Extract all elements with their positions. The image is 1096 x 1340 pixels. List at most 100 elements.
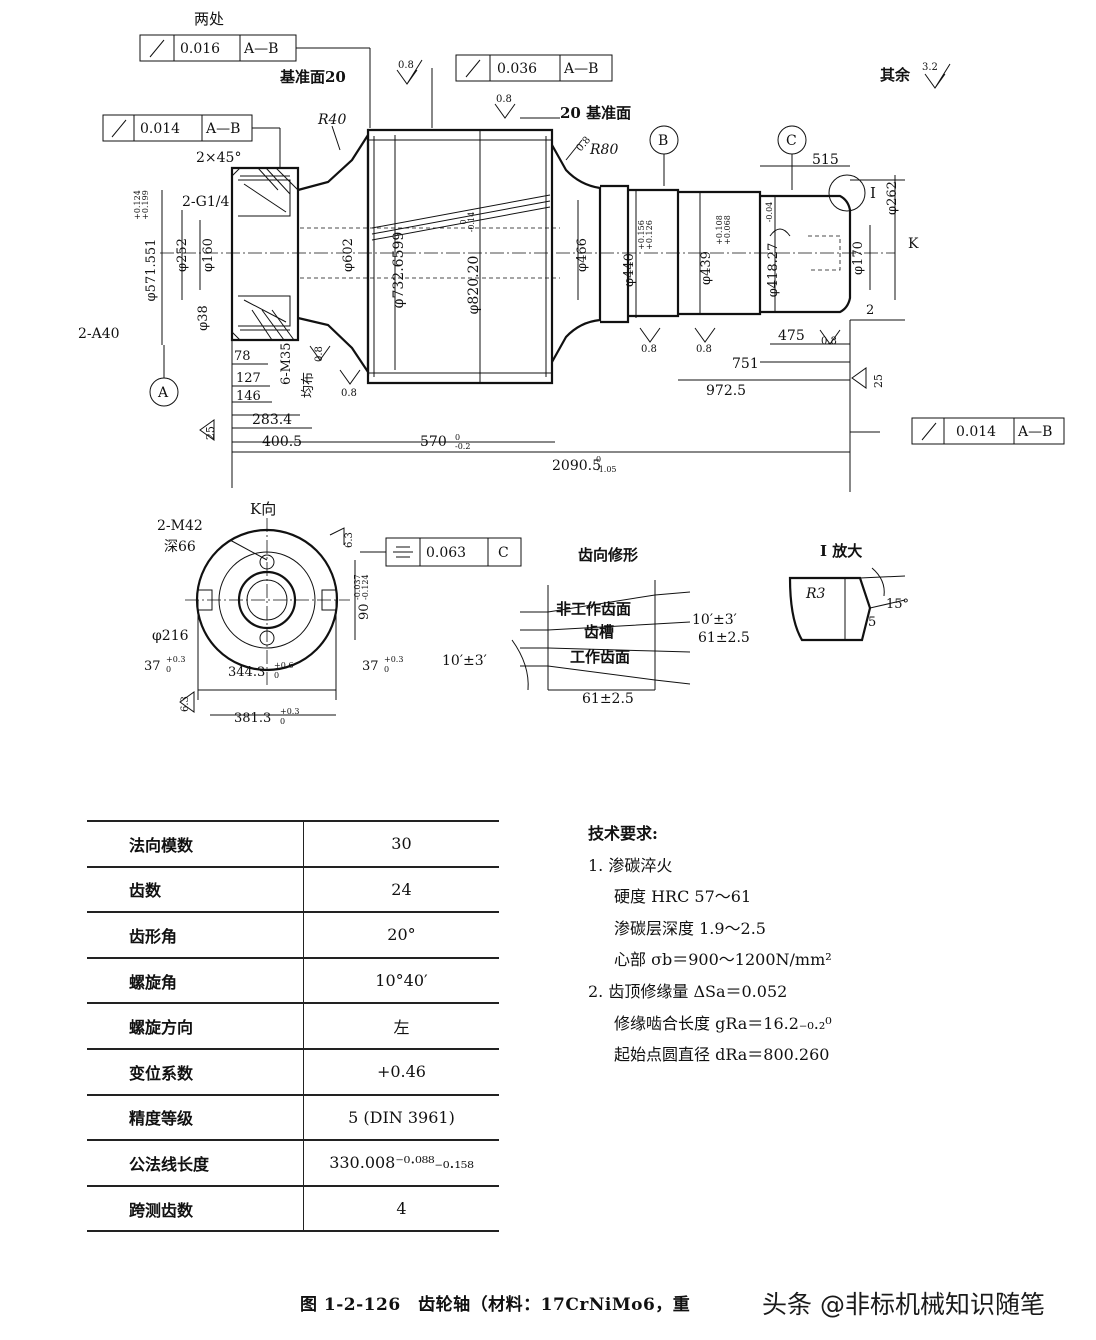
watermark: 头条 @非标机械知识随笔 [758,1285,1049,1321]
param-name: 法向模数 [87,820,304,868]
svg-text:φ170: φ170 [851,241,866,275]
svg-text:+0.124: +0.124 [133,190,142,220]
svg-text:+0.3: +0.3 [384,655,403,664]
svg-text:工作齿面: 工作齿面 [570,648,630,666]
main-view-labels: 基准面20 20 基准面 其余 3.2 0.8 0.8 0.8 0.8 0.8 … [78,60,938,474]
svg-text:0: 0 [596,455,601,464]
svg-text:φ216: φ216 [152,628,189,644]
tolerance-frame-mid: 0.036 A—B [455,54,613,82]
svg-text:570: 570 [420,434,447,450]
tech-req-line: 渗碳层深度 1.9～2.5 [614,918,766,938]
svg-text:齿槽: 齿槽 [584,623,614,641]
engineering-drawing: 两处 0.016 A—B 0.014 A—B 0.036 A—B 0.014 A… [78,10,1065,726]
svg-text:5: 5 [868,615,876,630]
svg-text:0.8: 0.8 [821,336,837,347]
svg-text:0.014: 0.014 [140,121,180,137]
svg-text:61±2.5: 61±2.5 [582,691,634,707]
k-view: K向 2-M42 深66 φ216 90 -0.037 -0.124 37 +0… [144,500,522,726]
svg-text:非工作齿面: 非工作齿面 [556,600,631,618]
svg-text:2-G1/4: 2-G1/4 [182,194,229,210]
param-name: 精度等级 [87,1093,304,1142]
svg-text:400.5: 400.5 [262,434,302,450]
svg-text:0.036: 0.036 [497,61,537,77]
param-value: 24 [303,865,499,914]
svg-text:0: 0 [384,665,389,674]
svg-text:+0.6: +0.6 [274,661,293,670]
svg-text:0.8: 0.8 [314,346,325,362]
param-value: 5 (DIN 3961) [303,1093,499,1142]
symmetry-icon [393,546,413,558]
param-value: +0.46 [303,1047,499,1096]
svg-text:0: 0 [166,665,171,674]
svg-text:0.016: 0.016 [180,41,220,57]
svg-text:751: 751 [732,356,759,372]
tech-req-line: 起始点圆直径 dRa＝800.260 [614,1045,830,1065]
svg-text:φ440: φ440 [622,253,637,287]
svg-text:+0.3: +0.3 [166,655,185,664]
tech-req-line: 硬度 HRC 57～61 [614,887,752,907]
svg-text:φ571.551: φ571.551 [144,239,159,302]
svg-text:R80: R80 [589,142,618,158]
svg-text:+0.126: +0.126 [645,220,654,250]
tech-req-line: 1. 渗碳淬火 [588,855,673,875]
tolerance-frame-left: 0.014 A—B [102,114,253,142]
svg-text:+0.108: +0.108 [715,215,724,245]
svg-text:2-M42: 2-M42 [157,518,203,534]
svg-text:+0.199: +0.199 [141,190,150,220]
svg-text:2×45°: 2×45° [196,150,241,166]
tech-req-line: 修缘啮合长度 gRa＝16.2₋₀.₂⁰ [614,1013,832,1033]
param-value: 左 [303,1002,499,1050]
svg-text:475: 475 [778,328,805,344]
svg-text:齿向修形: 齿向修形 [578,546,638,564]
k-view-title: K向 [250,500,276,518]
svg-text:A: A [157,385,169,401]
svg-text:φ466: φ466 [575,238,590,272]
svg-text:K: K [908,236,919,252]
svg-text:B: B [658,133,668,149]
svg-text:344.3: 344.3 [228,665,265,680]
param-value: 30 [303,820,499,868]
svg-text:φ602: φ602 [341,238,356,272]
tooth-modification-view: 齿向修形 非工作齿面 齿槽 工作齿面 10′±3′ 61±2.5 10′±3′ … [442,546,750,707]
svg-text:515: 515 [812,152,839,168]
svg-text:6.3: 6.3 [344,532,355,548]
svg-text:-0.14: -0.14 [467,212,476,233]
svg-text:+0.3: +0.3 [280,707,299,716]
param-name: 螺旋角 [87,956,304,1005]
svg-text:0: 0 [280,717,285,726]
svg-text:283.4: 283.4 [252,412,292,428]
svg-text:78: 78 [234,349,251,364]
svg-text:2: 2 [866,303,874,318]
detail-i-view: I 放大 R3 15° 5 [788,542,909,642]
svg-text:37: 37 [144,659,161,674]
svg-text:25: 25 [204,426,217,440]
svg-text:φ439: φ439 [699,251,714,285]
svg-text:90: 90 [357,603,372,620]
svg-text:均布: 均布 [301,372,316,398]
param-name: 齿形角 [87,911,304,959]
shaft-main-view [149,47,951,492]
svg-text:+0.068: +0.068 [723,215,732,245]
svg-text:R3: R3 [805,586,826,602]
svg-text:A—B: A—B [205,121,240,137]
svg-text:6-M35: 6-M35 [279,342,294,385]
svg-text:φ252: φ252 [175,238,190,272]
svg-text:3.2: 3.2 [922,62,938,73]
svg-text:A—B: A—B [563,61,598,77]
svg-text:A—B: A—B [243,41,278,57]
param-name: 跨测齿数 [87,1184,304,1233]
svg-text:0: 0 [455,433,460,442]
param-value: 330.008⁻⁰·⁰⁸⁸₋₀.₁₅₈ [303,1139,499,1187]
svg-text:25: 25 [872,374,885,388]
param-value: 4 [303,1184,499,1233]
svg-text:φ160: φ160 [201,238,216,272]
svg-text:0.8: 0.8 [496,94,512,105]
svg-text:I: I [870,184,876,202]
param-value: 10°40′ [303,956,499,1005]
